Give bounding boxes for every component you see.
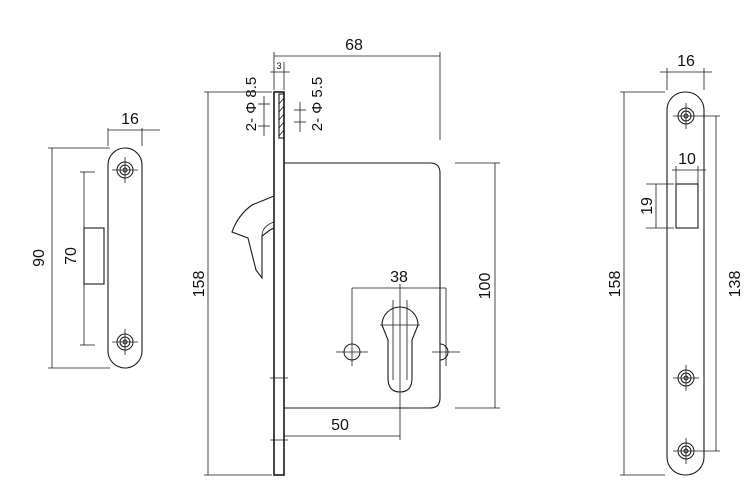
faceplate-outline <box>666 91 705 476</box>
backset-label: 50 <box>331 417 349 434</box>
screw-hole-icon <box>112 157 138 183</box>
case-height-label: 100 <box>477 273 494 300</box>
faceplate-view: 10 19 16 158 138 <box>607 53 744 476</box>
strike-height-label: 90 <box>31 249 48 267</box>
strike-width-label: 16 <box>121 111 139 128</box>
strike-plate-outline <box>107 147 143 369</box>
screw-hole-a-label: 2- Φ 8.5 <box>243 77 260 132</box>
screw-hole-icon <box>673 103 720 129</box>
hook-bolt <box>231 195 275 280</box>
slot-width-label: 10 <box>678 151 696 168</box>
strike-slot-label: 70 <box>63 247 80 265</box>
lock-length-label: 158 <box>191 271 208 298</box>
lock-width-label: 68 <box>345 37 363 54</box>
strike-plate-view: 16 90 70 <box>31 111 160 369</box>
strike-slot <box>83 227 105 285</box>
faceplate-width-label: 16 <box>677 53 695 70</box>
screw-hole-b-label: 2- Φ 5.5 <box>309 77 326 132</box>
faceplate-slot <box>675 183 699 229</box>
screw-hole-icon <box>112 329 138 355</box>
faceplate-length-label: 158 <box>607 271 624 298</box>
screw-spacing-label: 138 <box>727 271 744 298</box>
cylinder-centers-label: 38 <box>390 269 408 286</box>
faceplate-thickness-label: 3 <box>276 61 281 71</box>
lock-faceplate <box>273 91 285 476</box>
screw-hole-icon <box>673 365 699 391</box>
screw-hole-icon <box>673 438 720 464</box>
screw-hole-icon <box>432 288 460 366</box>
slot-height-label: 19 <box>639 197 656 215</box>
lock-case <box>284 162 441 409</box>
screw-hole-icon <box>336 288 368 366</box>
lock-body-view: 68 3 2- Φ 8.5 2- Φ 5.5 158 100 38 50 <box>191 37 500 476</box>
